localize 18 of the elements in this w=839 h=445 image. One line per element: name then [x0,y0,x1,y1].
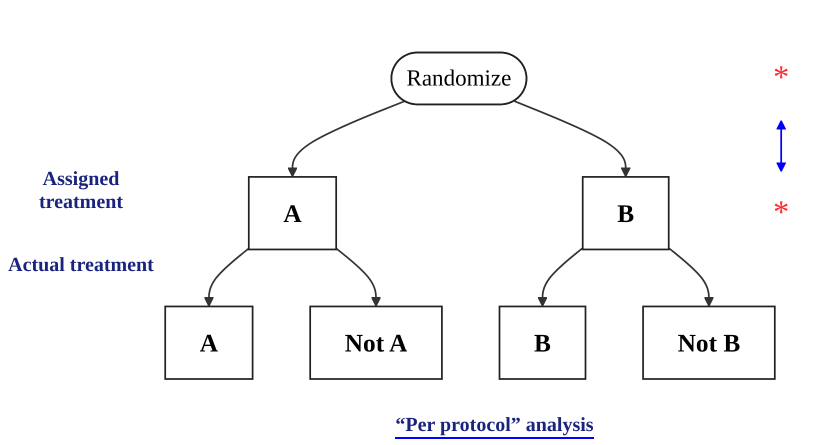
arrow [668,247,714,307]
node-text: * [773,60,790,96]
node-text: * [773,194,790,230]
analysis-caption: “Per protocol” analysis [395,414,594,439]
node-box: A [164,306,254,380]
arrow [537,247,584,307]
arrow [287,100,405,178]
node-box: B [498,306,586,380]
node-box: B [582,176,670,250]
arrow [336,248,382,307]
arrow [204,248,250,307]
arrow [776,120,786,172]
arrow [514,100,631,178]
node-box: Not B [642,306,776,380]
row-label: Actual treatment [7,254,155,277]
row-label: Assigned treatment [38,168,124,214]
node-box: Not A [309,306,443,380]
node-box: A [248,176,338,250]
